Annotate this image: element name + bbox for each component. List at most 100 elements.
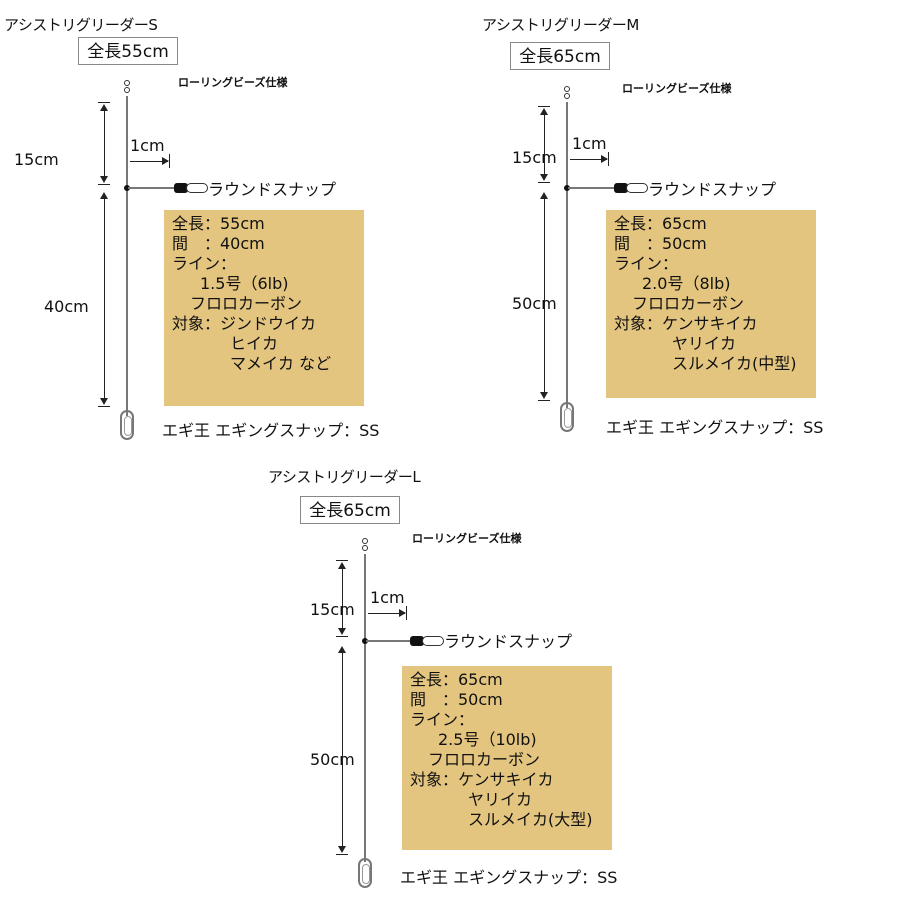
dim-arrow: [540, 392, 548, 399]
spec-target-3: スルメイカ(中型): [672, 354, 797, 373]
spec-target-1: 対象：ジンドウイカ: [172, 314, 317, 333]
dim-line-upper: [104, 110, 105, 180]
dim-tick: [406, 606, 407, 620]
dim-branch-arrow: [130, 157, 169, 165]
round-snap-label: ラウンドスナップ: [208, 180, 337, 199]
dim-line-lower: [342, 652, 343, 848]
dim-branch-arrow: [570, 155, 608, 163]
round-snap-label: ラウンドスナップ: [444, 632, 573, 651]
swivel-icon: [362, 538, 368, 554]
rolling-beads-note: ローリングビーズ仕様: [412, 532, 522, 545]
spec-box: 全長：65cm 間 ：50cm ライン： 2.5号（10lb) フロロカーボン …: [402, 666, 612, 850]
dim-lower-label: 50cm: [310, 750, 355, 769]
panel-title: アシストリグリーダーM: [482, 16, 639, 34]
egi-snap-icon: [560, 402, 574, 432]
branch-line: [128, 187, 176, 189]
branch-line: [366, 640, 412, 642]
dim-tick: [98, 406, 110, 407]
spec-line-size: 2.5号（10lb): [438, 730, 537, 749]
dim-tick: [608, 152, 609, 166]
total-length-box: 全長65cm: [510, 42, 610, 70]
dim-arrow: [540, 108, 548, 115]
round-snap-icon: [410, 636, 444, 646]
branch-point: [124, 185, 130, 191]
spec-gap: 間 ：40cm: [172, 234, 265, 253]
dim-lower-label: 50cm: [512, 294, 557, 313]
swivel-icon: [124, 80, 130, 96]
egi-snap-icon: [358, 858, 372, 888]
dim-branch-label: 1cm: [130, 136, 165, 155]
round-snap-label: ラウンドスナップ: [648, 180, 777, 199]
total-length-box: 全長55cm: [78, 37, 178, 65]
panel-leader-s: アシストリグリーダーS 全長55cm ローリングビーズ仕様 15cm 1cm ラ…: [4, 14, 424, 454]
spec-line-size: 1.5号（6lb): [200, 274, 289, 293]
spec-total: 全長：65cm: [614, 214, 707, 233]
panel-title: アシストリグリーダーS: [4, 16, 158, 34]
dim-tick: [336, 854, 348, 855]
spec-box: 全長：55cm 間 ：40cm ライン： 1.5号（6lb) フロロカーボン 対…: [164, 210, 364, 406]
dim-line-upper: [544, 114, 545, 178]
dim-arrow: [100, 192, 108, 199]
spec-line-label: ライン：: [410, 710, 475, 729]
dim-line-lower: [544, 198, 545, 394]
spec-target-1: 対象：ケンサキイカ: [410, 770, 554, 789]
spec-total: 全長：55cm: [172, 214, 265, 233]
panel-title: アシストリグリーダーL: [268, 468, 421, 486]
rolling-beads-note: ローリングビーズ仕様: [178, 76, 288, 89]
spec-target-2: ヤリイカ: [468, 790, 533, 809]
leader-line: [566, 102, 568, 408]
dim-tick: [336, 636, 348, 637]
dim-tick: [538, 106, 550, 107]
branch-line: [568, 187, 616, 189]
spec-line-type: フロロカーボン: [632, 294, 745, 313]
dim-tick: [336, 560, 348, 561]
spec-gap: 間 ：50cm: [614, 234, 707, 253]
dim-arrow: [100, 398, 108, 405]
panel-leader-l: アシストリグリーダーL 全長65cm ローリングビーズ仕様 15cm 1cm ラ…: [268, 466, 688, 906]
leader-line: [126, 96, 128, 416]
rolling-beads-note: ローリングビーズ仕様: [622, 82, 732, 95]
dim-branch-arrow: [368, 609, 406, 617]
spec-gap: 間 ：50cm: [410, 690, 503, 709]
swivel-icon: [564, 86, 570, 102]
spec-line-type: フロロカーボン: [428, 750, 541, 769]
spec-line-label: ライン：: [172, 254, 237, 273]
egi-snap-label: エギ王 エギングスナップ：SS: [162, 421, 380, 440]
spec-target-3: スルメイカ(大型): [468, 810, 593, 829]
spec-target-3: マメイカ など: [230, 354, 332, 373]
dim-line-upper: [342, 568, 343, 632]
dim-tick: [98, 184, 110, 185]
egi-snap-icon: [120, 410, 134, 440]
dim-tick: [98, 102, 110, 103]
dim-tick: [538, 400, 550, 401]
dim-tick: [538, 182, 550, 183]
dim-arrow: [100, 104, 108, 111]
dim-tick: [169, 154, 170, 168]
spec-line-label: ライン：: [614, 254, 679, 273]
dim-upper-label: 15cm: [310, 600, 355, 619]
spec-target-2: ヒイカ: [230, 334, 279, 353]
dim-arrow: [338, 646, 346, 653]
dim-lower-label: 40cm: [44, 297, 89, 316]
round-snap-icon: [174, 183, 208, 193]
spec-total: 全長：65cm: [410, 670, 503, 689]
dim-arrow: [540, 192, 548, 199]
dim-arrow: [338, 628, 346, 635]
dim-upper-label: 15cm: [14, 150, 59, 169]
dim-branch-label: 1cm: [370, 588, 405, 607]
total-length-box: 全長65cm: [300, 496, 400, 524]
dim-branch-label: 1cm: [572, 134, 607, 153]
spec-box: 全長：65cm 間 ：50cm ライン： 2.0号（8lb) フロロカーボン 対…: [606, 210, 816, 398]
dim-upper-label: 15cm: [512, 148, 557, 167]
egi-snap-label: エギ王 エギングスナップ：SS: [400, 868, 618, 887]
dim-line-lower: [104, 198, 105, 400]
spec-target-1: 対象：ケンサキイカ: [614, 314, 758, 333]
spec-line-type: フロロカーボン: [190, 294, 303, 313]
dim-arrow: [338, 846, 346, 853]
spec-line-size: 2.0号（8lb): [642, 274, 731, 293]
dim-arrow: [100, 176, 108, 183]
egi-snap-label: エギ王 エギングスナップ：SS: [606, 418, 824, 437]
leader-line: [364, 554, 366, 862]
round-snap-icon: [614, 183, 648, 193]
branch-point: [564, 185, 570, 191]
